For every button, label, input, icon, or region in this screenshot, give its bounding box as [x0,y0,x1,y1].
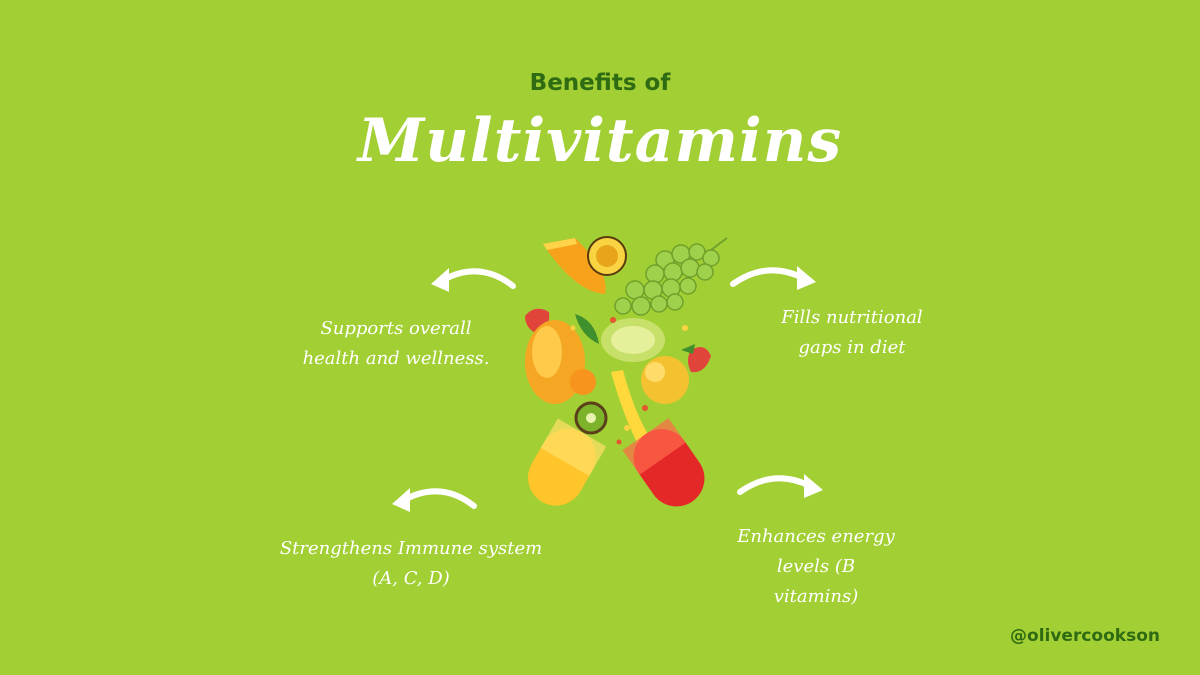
benefit-line: gaps in diet [798,337,906,358]
author-handle: @olivercookson [1010,626,1160,646]
benefit-nutritional-gaps: Fills nutritional gaps in diet [752,303,952,363]
benefit-energy-levels: Enhances energy levels (B vitamins) [726,522,906,612]
benefit-line: levels (B [776,556,856,577]
red-capsule-icon [622,418,705,507]
benefit-line: health and wellness. [302,348,490,369]
benefit-line: Strengthens Immune system [279,538,543,559]
benefit-overall-health: Supports overall health and wellness. [286,314,506,374]
benefit-line: Supports overall [320,318,472,339]
benefit-line: Fills nutritional [781,307,923,328]
fruit-capsule-illustration [525,236,728,507]
curved-arrow-icon [737,474,823,498]
benefit-line: vitamins) [773,586,859,607]
benefit-immune-system: Strengthens Immune system (A, C, D) [276,534,546,594]
benefit-line: Enhances energy [737,526,895,547]
curved-arrow-icon [431,268,516,292]
yellow-capsule-icon [528,418,607,506]
subtitle: Benefits of [529,70,671,96]
benefit-line: (A, C, D) [372,568,450,589]
curved-arrow-icon [392,488,477,512]
page-title: Multivitamins [357,106,843,176]
apple-icon [641,356,689,404]
grapes-icon [614,243,720,316]
curved-arrow-icon [730,266,816,290]
